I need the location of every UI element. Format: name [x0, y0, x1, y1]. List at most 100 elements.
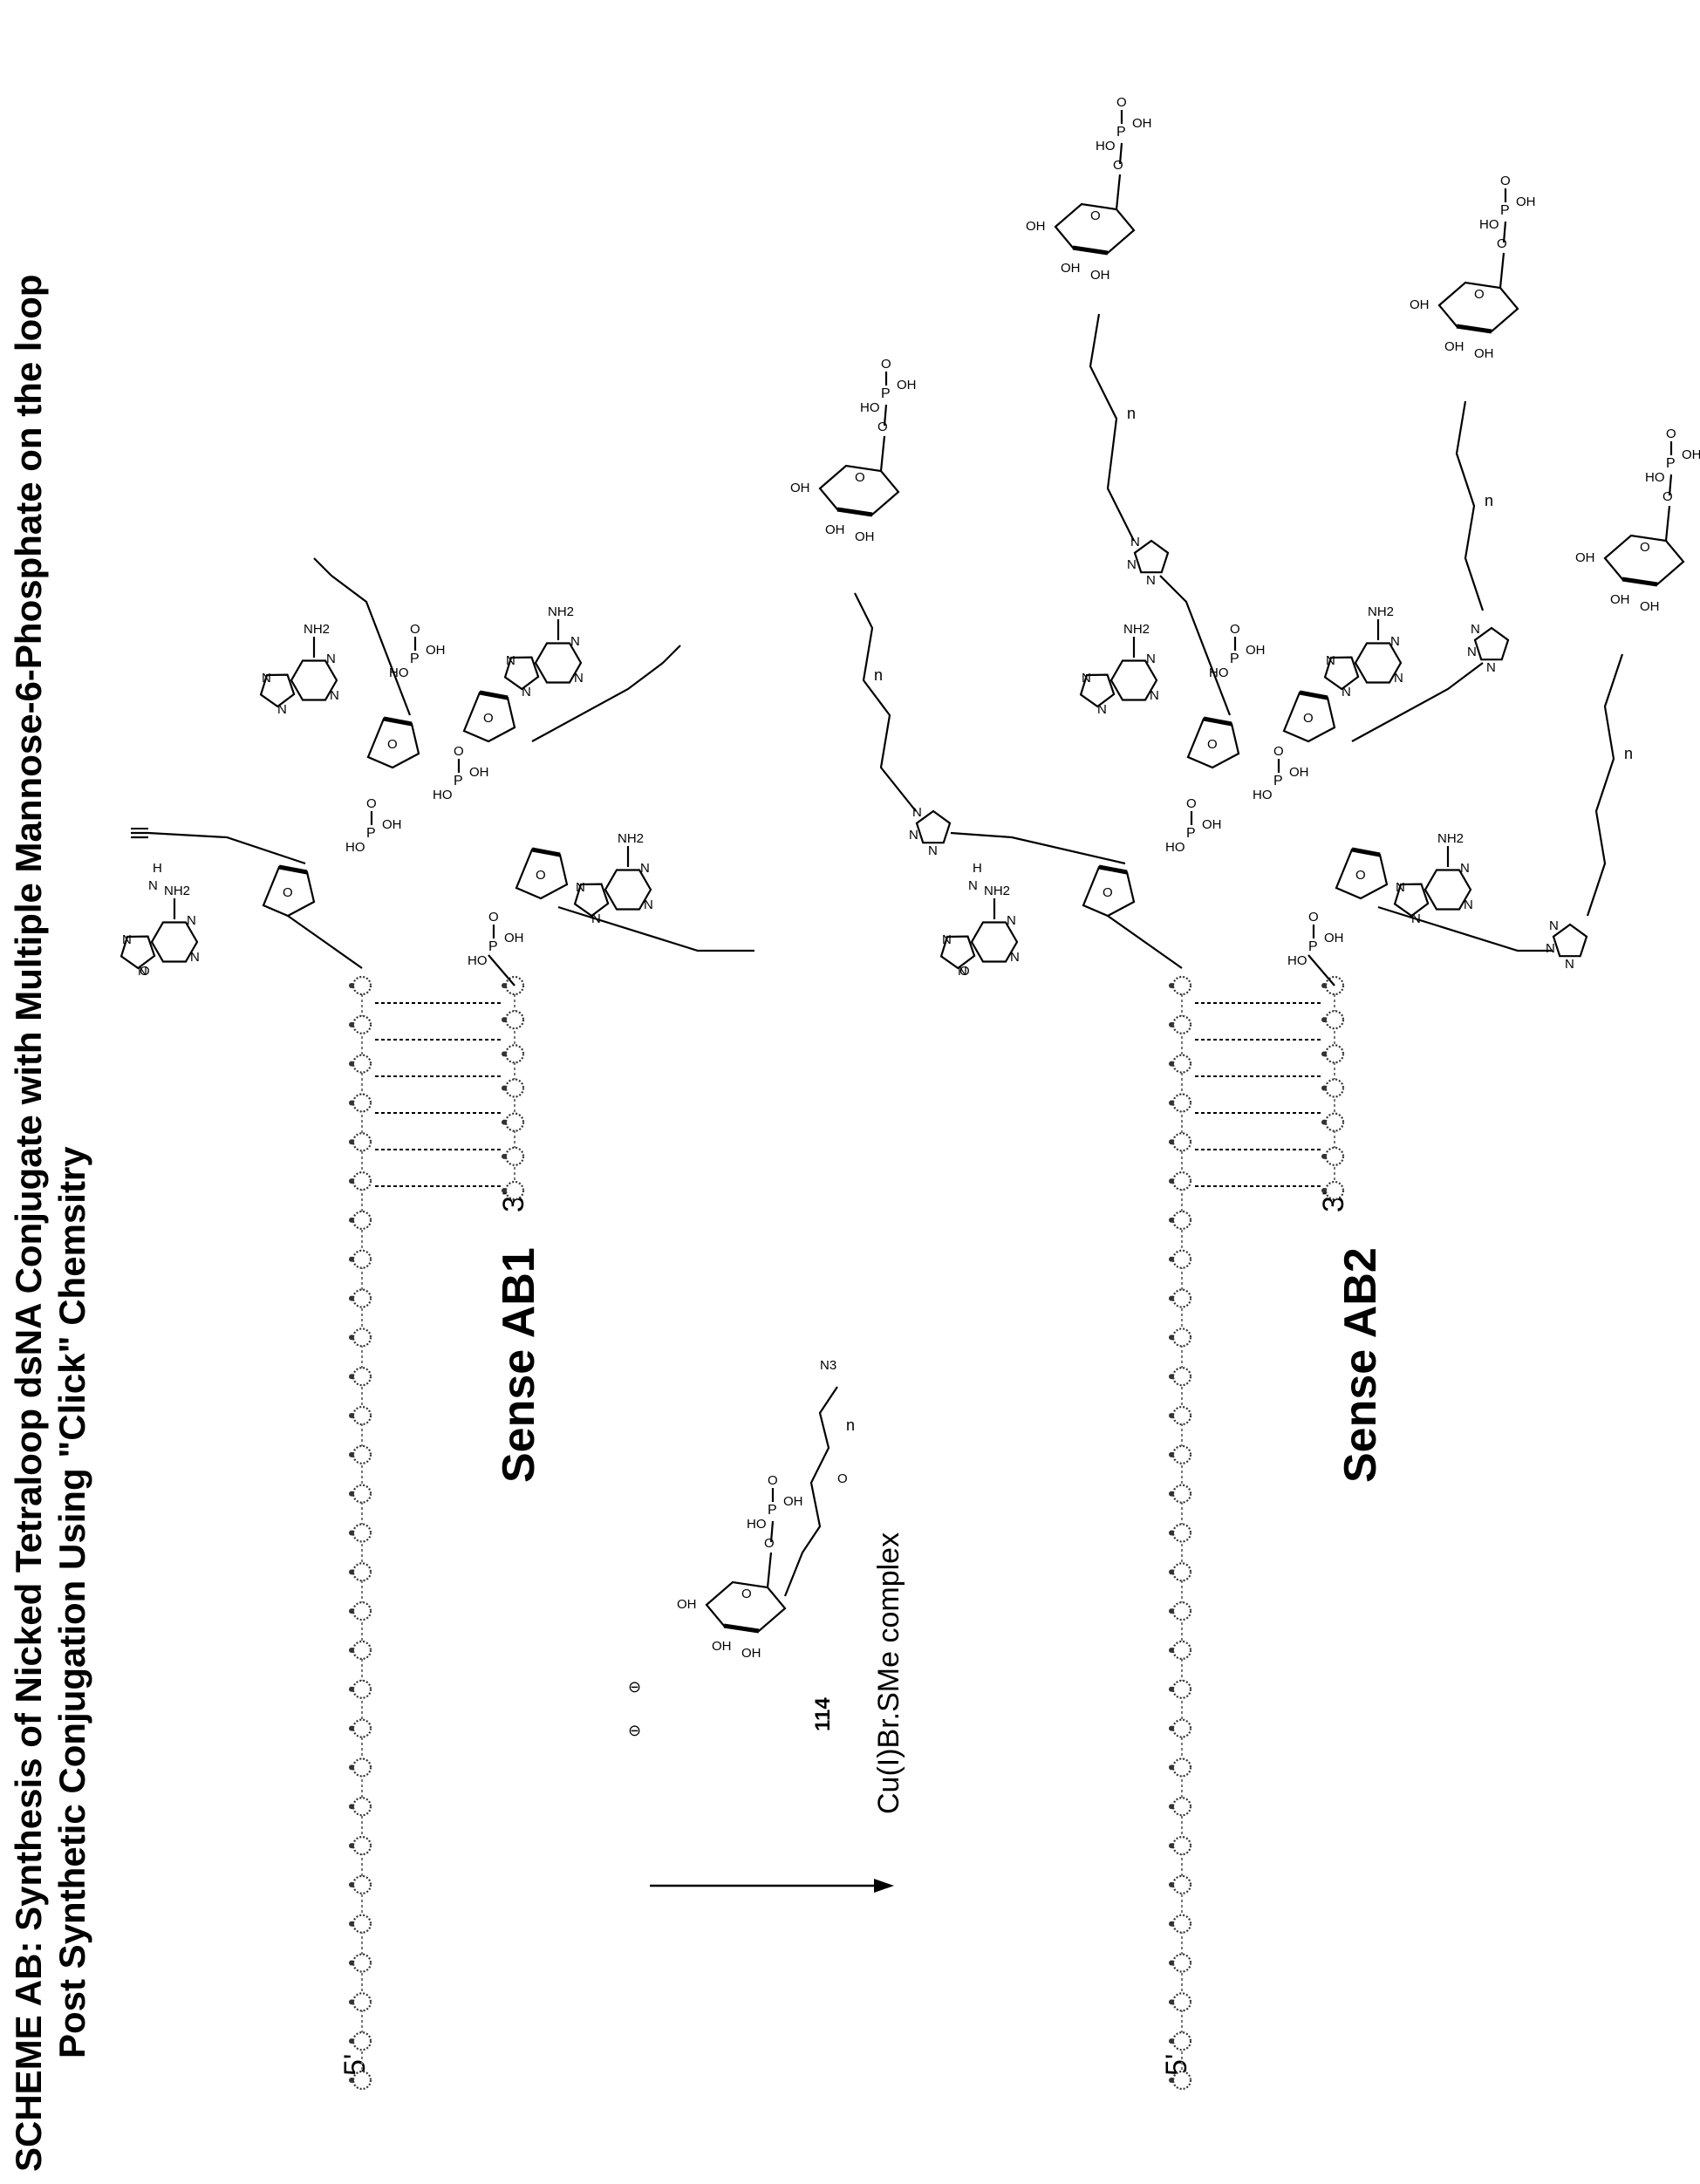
- nucleotide-bead: [353, 1681, 371, 1698]
- nucleotide-linker: [1169, 1687, 1174, 1692]
- triazole-n-label: N: [1146, 573, 1156, 588]
- nucleotide-bead: [353, 2071, 371, 2089]
- nucleotide-linker: [349, 1218, 354, 1223]
- nucleotide-bead: [1173, 1368, 1191, 1385]
- reagent-peg: [785, 1387, 837, 1596]
- nucleotide-bead: [1173, 2032, 1191, 2050]
- phosphate-ester-o-label: O: [764, 1536, 775, 1551]
- nucleotide-linker: [1169, 1804, 1174, 1809]
- base-n-label: N: [1010, 950, 1020, 965]
- bottom-sugar-1-bold: [1099, 867, 1127, 872]
- nucleotide-bead: [1326, 1182, 1343, 1199]
- nucleotide-linker: [349, 1296, 354, 1301]
- nucleotide-linker: [1169, 1100, 1174, 1105]
- nucleotide-linker: [502, 1154, 507, 1159]
- nucleotide-linker: [349, 1334, 354, 1340]
- nucleotide-bead: [1173, 1758, 1191, 1776]
- nucleotide-bead: [1326, 1114, 1343, 1131]
- phosphate-oxo-label: O: [366, 796, 377, 811]
- nucleotide-linker: [1321, 1051, 1327, 1056]
- hydroxyl-label: OH: [1474, 346, 1494, 361]
- phosphate-ho-label: HO: [1287, 953, 1307, 968]
- phosphate-ho-label: HO: [1253, 788, 1273, 802]
- bottom-conjugate-arm-1-peg: [855, 593, 916, 811]
- triazole-n-label: N: [1130, 535, 1140, 549]
- phosphate-oxo-label: O: [410, 622, 420, 637]
- phosphate-ho-label: HO: [1165, 840, 1185, 855]
- phosphate-oxo-label: O: [1666, 427, 1676, 441]
- nucleotide-linker: [1169, 1608, 1174, 1614]
- nucleotide-bead: [506, 1182, 523, 1199]
- bottom-sugar-3-bold: [1300, 693, 1328, 698]
- nucleotide-bead: [1173, 1525, 1191, 1542]
- nucleotide-bead: [353, 1641, 371, 1659]
- guanine-n-label: N: [148, 878, 158, 893]
- nucleotide-linker: [502, 1017, 507, 1022]
- nucleotide-bead: [353, 1251, 371, 1268]
- base-n-label: N: [640, 861, 650, 876]
- nucleotide-linker: [502, 1051, 507, 1056]
- triazole-n-label: N: [909, 828, 918, 843]
- nucleotide-bead: [353, 1915, 371, 1933]
- amine-label: NH2: [548, 604, 574, 619]
- nucleotide-bead: [353, 1094, 371, 1111]
- base-n-label: N: [591, 911, 601, 926]
- nucleotide-linker: [1169, 1648, 1174, 1653]
- base-n-label: N: [942, 932, 952, 947]
- nucleotide-linker: [1169, 1882, 1174, 1887]
- phosphate-oh-label: OH: [382, 817, 402, 832]
- nucleotide-linker: [1321, 983, 1327, 988]
- nucleotide-bead: [1173, 1133, 1191, 1150]
- base-n-label: N: [1150, 688, 1159, 703]
- amine-label: NH2: [618, 831, 644, 846]
- phosphorus-label: P: [1186, 826, 1196, 841]
- nucleotide-bead: [353, 1602, 371, 1620]
- phosphate-charge-label: ⊖: [628, 1678, 641, 1696]
- phosphate-oxo-label: O: [1230, 622, 1240, 637]
- nucleotide-bead: [1173, 2071, 1191, 2089]
- strand-group: [349, 977, 1343, 2089]
- phosphate-ho-label: HO: [1645, 470, 1665, 485]
- nucleotide-linker: [349, 1374, 354, 1379]
- nucleotide-linker: [349, 1257, 354, 1262]
- phosphate-ho-label: HO: [1096, 139, 1116, 154]
- phosphate-ho-label: HO: [389, 665, 409, 680]
- nucleotide-linker: [1321, 1086, 1327, 1091]
- nucleotide-bead: [1173, 1485, 1191, 1503]
- bottom-conjugate-arm-3-tether: [1352, 663, 1483, 741]
- peg-n-label: n: [1624, 745, 1633, 762]
- nucleotide-linker: [349, 1648, 354, 1653]
- nucleotide-linker: [349, 1413, 354, 1418]
- bottom-sugar-4-bold: [1352, 850, 1380, 855]
- phosphate-ester-o-label: O: [877, 420, 888, 434]
- phosphate-ester-o-label: O: [1497, 236, 1507, 251]
- nucleotide-linker: [1169, 1178, 1174, 1184]
- nucleotide-bead: [353, 1328, 371, 1346]
- nucleotide-linker: [1169, 1531, 1174, 1536]
- nucleotide-linker: [502, 1086, 507, 1091]
- triazole-n-label: N: [1471, 622, 1480, 637]
- nucleotide-bead: [1173, 1328, 1191, 1346]
- nucleotide-bead: [1326, 1045, 1343, 1062]
- nucleotide-linker: [1169, 1843, 1174, 1848]
- structure-group: [121, 110, 1683, 1631]
- base-n-label: N: [1326, 653, 1335, 668]
- bottom-conjugate-arm-4-mannose-ring-bold: [1622, 579, 1657, 584]
- nucleotide-bead: [353, 1368, 371, 1385]
- base-n-label: N: [506, 653, 515, 668]
- nucleotide-linker: [1169, 1921, 1174, 1927]
- hydroxyl-label: OH: [712, 1639, 732, 1654]
- bottom-sugar-2-bold: [1204, 719, 1232, 724]
- base-n-label: N: [1394, 671, 1403, 686]
- base-n-label: N: [644, 897, 653, 912]
- base-n-label: N: [1097, 702, 1107, 717]
- nucleotide-bead: [353, 1211, 371, 1229]
- hydroxyl-label: OH: [677, 1597, 697, 1612]
- nucleotide-linker: [1169, 1218, 1174, 1223]
- phosphorus-label: P: [768, 1503, 777, 1518]
- nucleotide-bead: [353, 1720, 371, 1737]
- phosphate-oxo-label: O: [1500, 174, 1511, 188]
- bottom-conjugate-arm-4-mannose-c6: [1666, 506, 1669, 541]
- nucleotide-bead: [353, 1290, 371, 1307]
